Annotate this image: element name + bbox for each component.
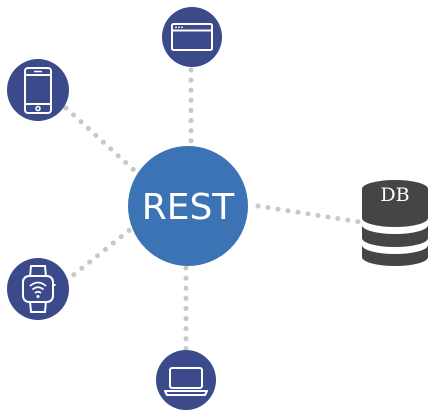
smartphone-icon: [24, 67, 52, 114]
smartwatch-node-circle: [7, 258, 69, 320]
database-label: DB: [380, 184, 409, 206]
database: DB: [362, 180, 428, 266]
connector-db: [255, 203, 363, 225]
connector-phone: [63, 105, 139, 175]
laptop-node-circle: [156, 350, 216, 410]
database-icon: [362, 180, 428, 266]
connector-watch: [63, 225, 135, 284]
laptop-node: [156, 350, 216, 410]
rest-hub-label: REST: [142, 187, 236, 228]
browser-node: [162, 7, 222, 67]
rest-hub-circle: [128, 146, 248, 266]
smartphone-node: [7, 59, 69, 121]
connectors: [63, 67, 363, 353]
laptop-icon: [164, 367, 208, 396]
smartphone-node-circle: [7, 59, 69, 121]
rest-hub: REST: [128, 146, 248, 266]
smartwatch-node: [7, 258, 69, 320]
smartwatch-wifi-icon: [22, 265, 56, 313]
browser-window-icon: [171, 23, 213, 51]
browser-node-circle: [162, 7, 222, 67]
